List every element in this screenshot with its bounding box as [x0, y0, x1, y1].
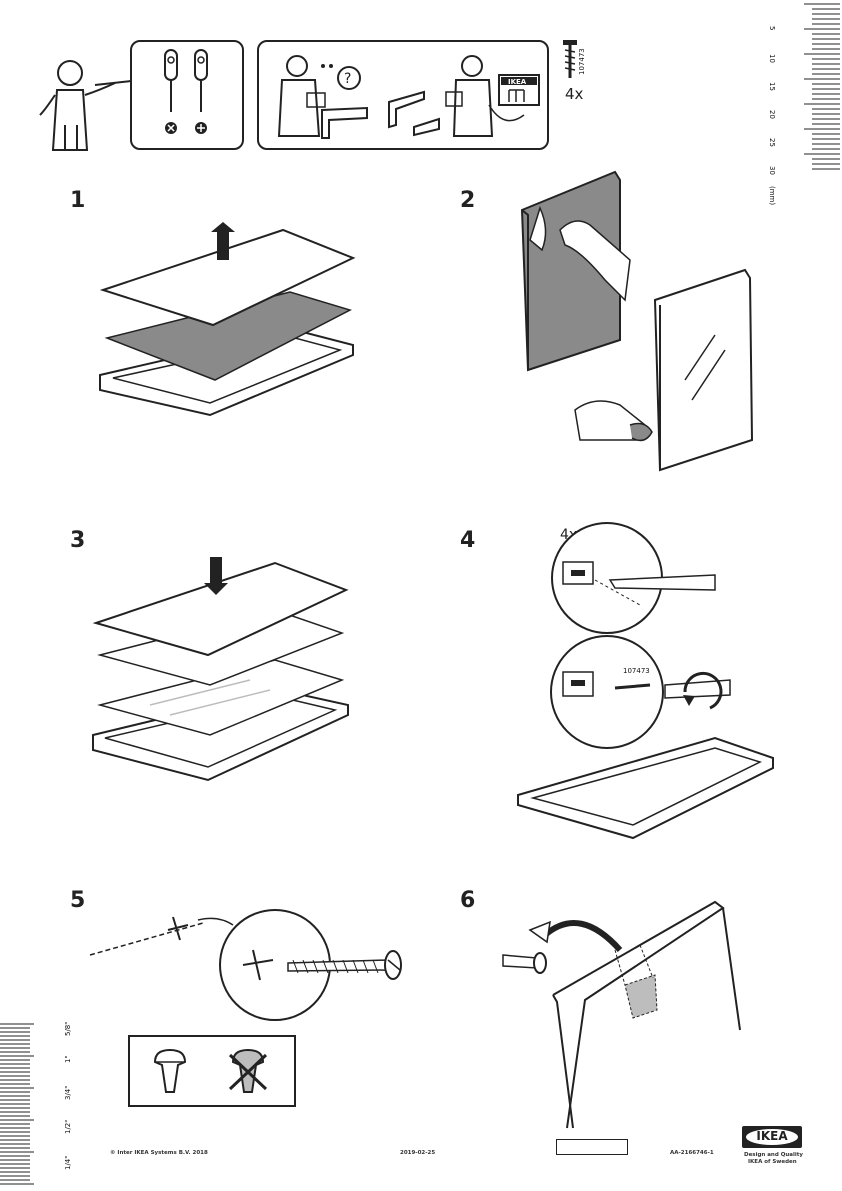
ruler-right-label-25: 25 — [768, 138, 776, 147]
phillips-screwdriver-icon — [194, 49, 208, 134]
step-6-number: 6 — [460, 888, 476, 913]
ruler-right-label-5: 5 — [768, 26, 776, 31]
step-6-illustration — [502, 900, 741, 1129]
step-4-part-number: 107473 — [623, 667, 650, 675]
step-5-screw-head-box — [128, 1035, 296, 1107]
ikea-logo-text: IKEA — [756, 1129, 788, 1143]
footer-tagline-1: Design and Quality — [744, 1152, 803, 1158]
screw-part-number: 107473 — [578, 48, 586, 75]
svg-text:?: ? — [344, 71, 351, 87]
ruler-right-label-20: 20 — [768, 110, 776, 119]
screwdriver-icon — [164, 49, 178, 134]
ikea-logo-oval — [746, 1129, 798, 1145]
speech-pointer-icon — [94, 80, 132, 86]
footer-blank-box — [556, 1139, 628, 1155]
step-2-illustration — [520, 170, 754, 472]
footer-doc-id: AA-2166746-1 — [670, 1150, 714, 1156]
screw-head-incorrect-icon — [228, 1048, 268, 1093]
ruler-right-label-15: 15 — [768, 82, 776, 91]
screw-head-correct-icon — [153, 1048, 187, 1093]
screw-quantity: 4x — [565, 85, 584, 103]
ruler-left-ticks — [0, 1023, 34, 1185]
footer-date: 2019-02-25 — [400, 1150, 436, 1156]
step-4-illustration — [517, 522, 774, 840]
ruler-left-label-3-4: 3/4" — [64, 1085, 72, 1101]
ruler-right-label-10: 10 — [768, 54, 776, 63]
step-3-number: 3 — [70, 528, 86, 553]
ruler-right-ticks — [804, 3, 840, 170]
step-4-number: 4 — [460, 528, 476, 553]
ikea-logo: IKEA — [742, 1126, 802, 1148]
ruler-left-label-1: 1" — [64, 1055, 72, 1063]
ruler-left-label-1-4: 1/4" — [64, 1155, 72, 1171]
step-3-illustration — [92, 557, 349, 782]
step-1-number: 1 — [70, 188, 86, 213]
help-box: ? IKEA — [257, 40, 549, 150]
helper-person-icon: IKEA — [445, 55, 540, 137]
footer-tagline-2: IKEA of Sweden — [748, 1159, 797, 1165]
tools-box — [130, 40, 244, 150]
svg-text:IKEA: IKEA — [508, 78, 527, 86]
ruler-left-label-1-2: 1/2" — [64, 1119, 72, 1135]
step-1-illustration — [99, 222, 356, 417]
confused-person-icon: ? — [277, 55, 368, 139]
ruler-left-label-5-8: 5/8" — [64, 1021, 72, 1037]
step-5-illustration — [89, 909, 402, 1021]
step-5-number: 5 — [70, 888, 86, 913]
person-figure-icon — [39, 60, 116, 151]
bracket-parts-icon — [388, 90, 440, 137]
footer-copyright: © Inter IKEA Systems B.V. 2018 — [110, 1150, 208, 1156]
screw-icon — [563, 40, 577, 78]
step-2-number: 2 — [460, 188, 476, 213]
